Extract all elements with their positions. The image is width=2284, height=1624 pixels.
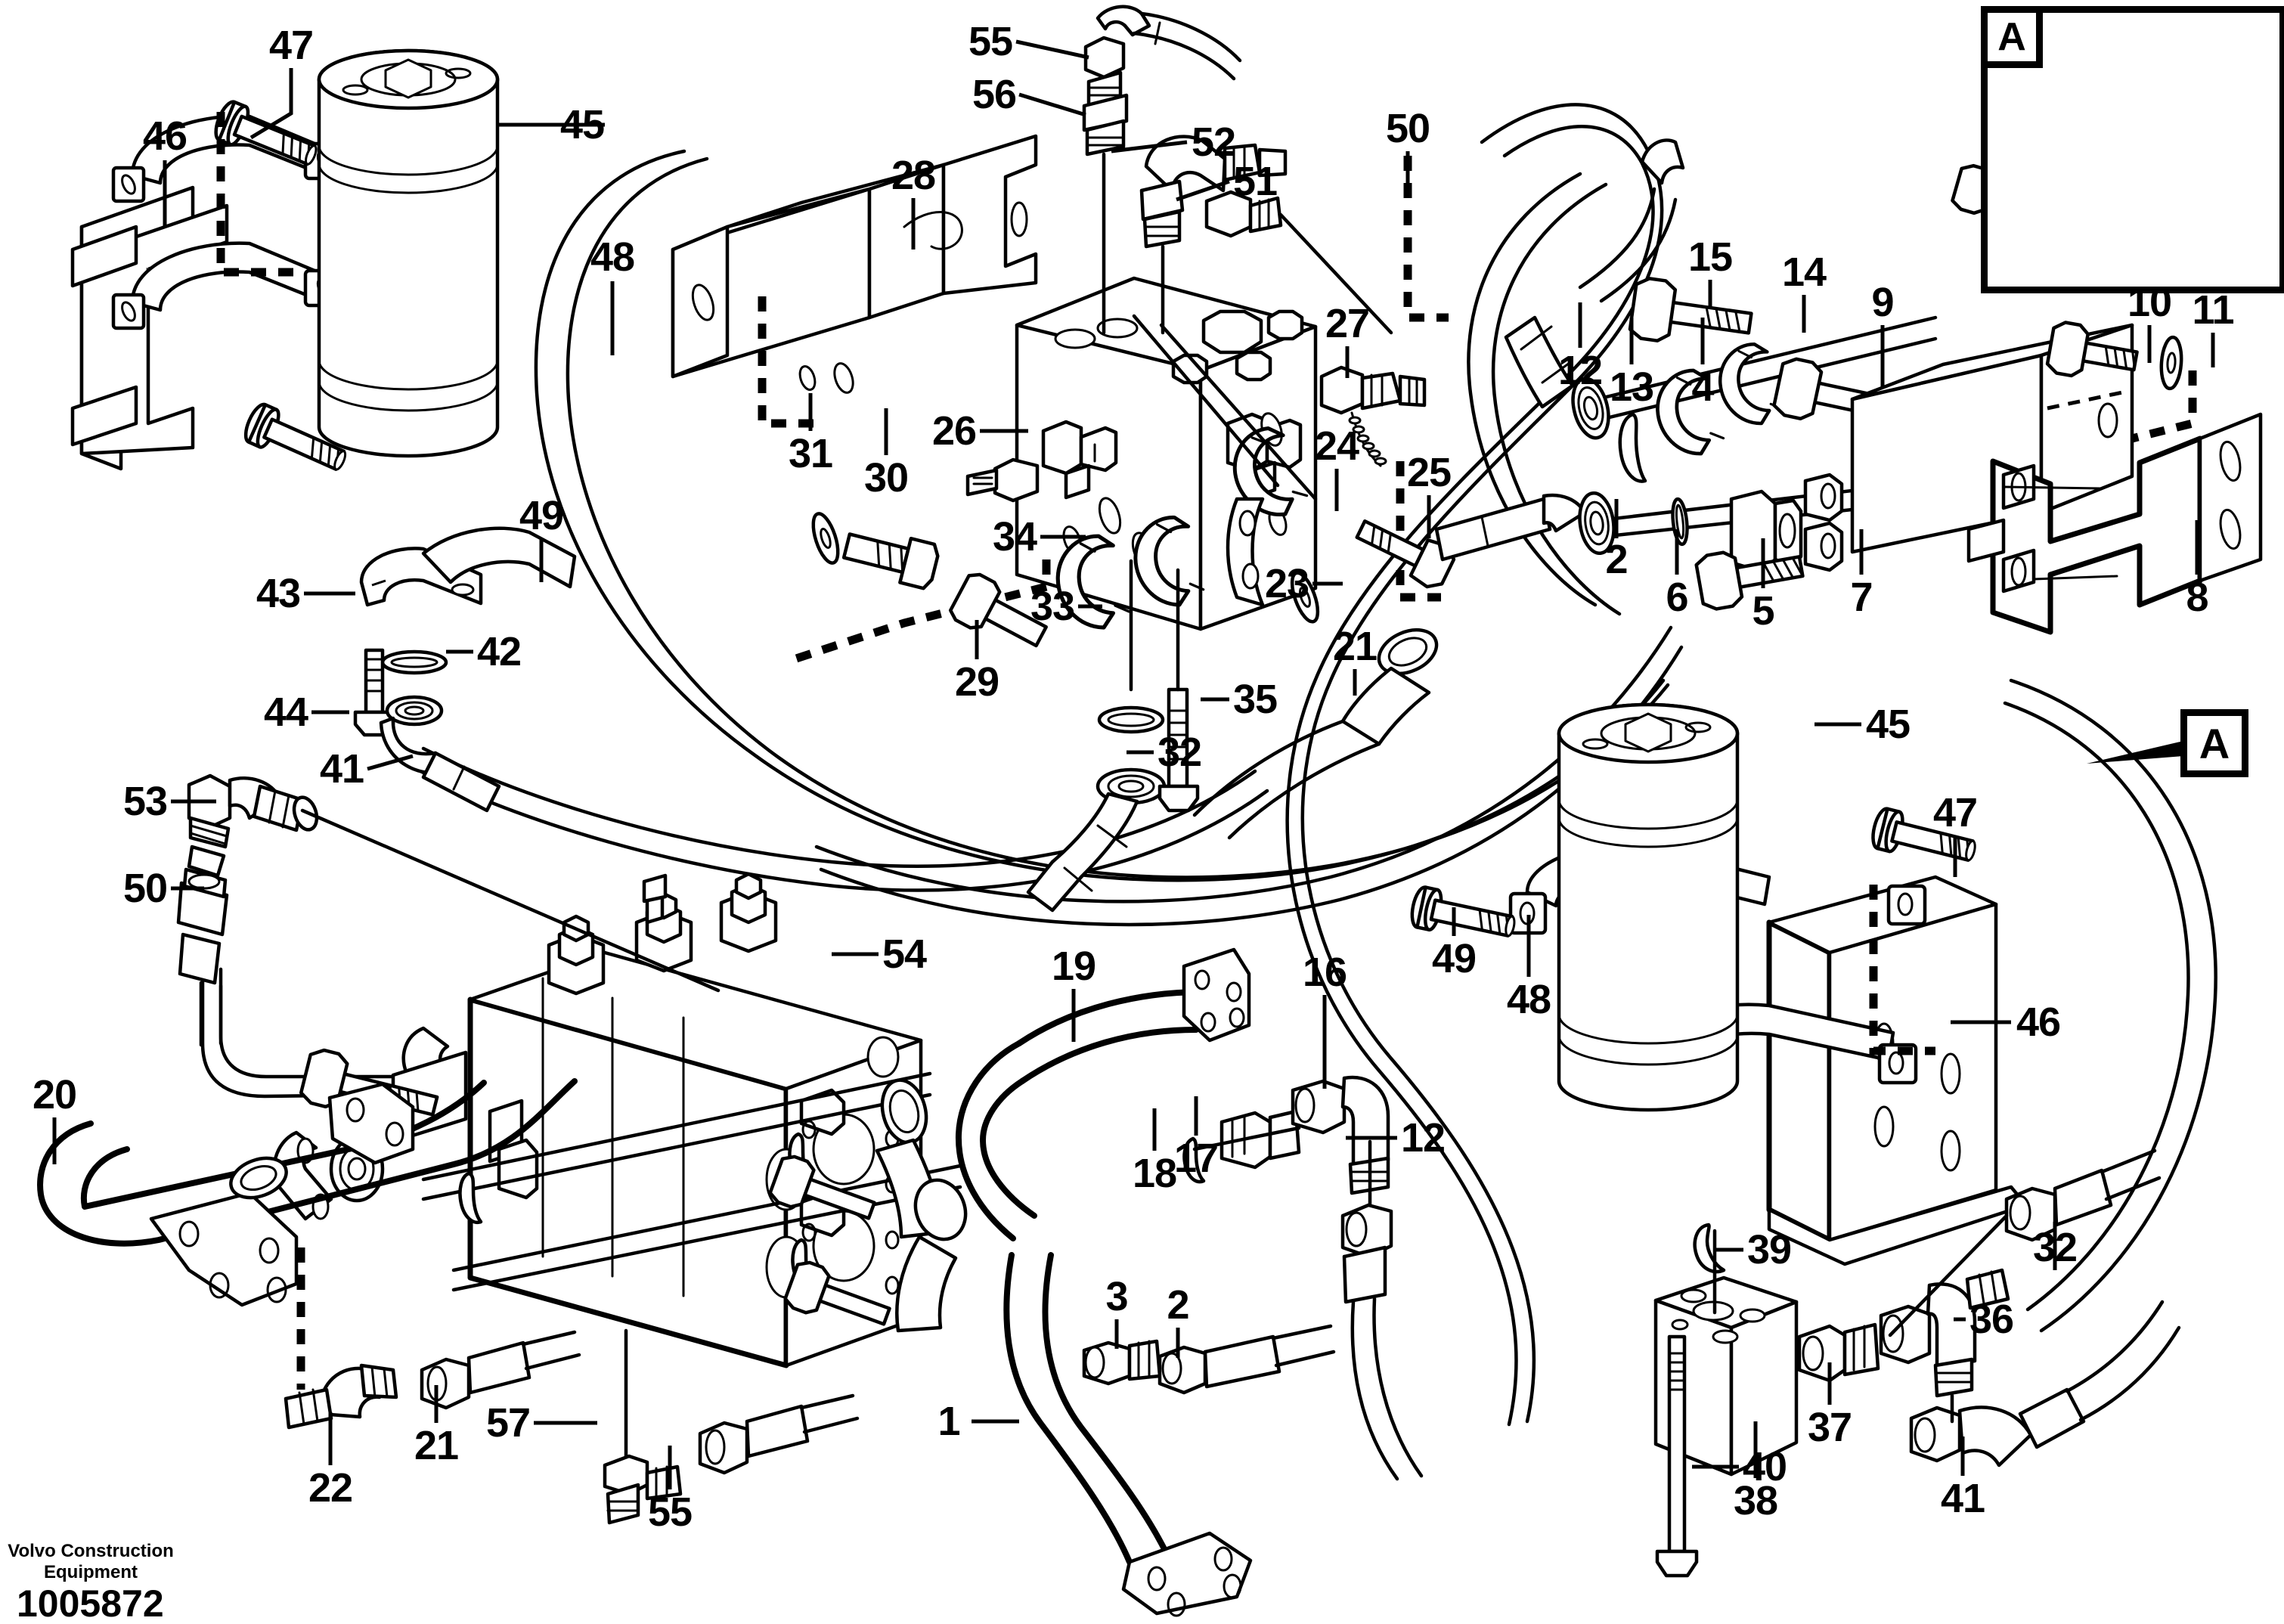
callout-29: 29: [954, 659, 999, 705]
callout-47: 47: [1932, 790, 1978, 835]
callout-15: 15: [1687, 234, 1733, 280]
detail-a-pointer-arrow: [2087, 741, 2183, 764]
callout-32: 32: [1157, 730, 1202, 775]
callout-42: 42: [476, 629, 522, 674]
assembly-reservoir-right: [1409, 705, 2181, 1578]
callout-47: 47: [268, 23, 314, 68]
callout-24: 24: [1314, 423, 1359, 469]
assembly-tank-outlet-left: [353, 526, 577, 813]
callout-16: 16: [1302, 950, 1347, 995]
callout-2: 2: [1605, 537, 1628, 582]
callout-27: 27: [1325, 301, 1370, 346]
callout-55: 55: [968, 19, 1013, 64]
callout-26: 26: [931, 408, 977, 454]
callout-48: 48: [1506, 977, 1551, 1022]
callout-14: 14: [1781, 249, 1827, 295]
callout-31: 31: [788, 431, 833, 476]
callout-20: 20: [32, 1072, 77, 1117]
callout-12: 12: [1557, 348, 1603, 393]
callout-5: 5: [1752, 588, 1774, 634]
callout-49: 49: [519, 493, 564, 538]
callout-49: 49: [1431, 936, 1477, 981]
callout-11: 11: [2192, 287, 2234, 333]
callout-4: 4: [1691, 364, 1714, 410]
callout-53: 53: [122, 779, 168, 824]
leader-lines: [52, 39, 2224, 1489]
brand-footer: Volvo Construction Equipment: [8, 1541, 174, 1583]
assembly-suction-pipe-20: [37, 1078, 860, 1525]
callout-50: 50: [122, 866, 168, 911]
callout-3: 3: [1105, 1274, 1128, 1319]
callout-9: 9: [1871, 280, 1894, 325]
callout-8: 8: [2186, 575, 2208, 620]
callout-19: 19: [1051, 944, 1096, 989]
callout-22: 22: [308, 1465, 353, 1511]
callout-28: 28: [891, 153, 936, 198]
assembly-reservoir-left: [70, 51, 497, 481]
assembly-hose-1-2-3: [955, 947, 1424, 1617]
callout-21: 21: [414, 1423, 459, 1468]
brand-line-1: Volvo Construction: [8, 1541, 174, 1561]
brand-line-2: Equipment: [44, 1562, 138, 1582]
callout-34: 34: [992, 514, 1037, 559]
callout-51: 51: [1232, 159, 1278, 204]
detail-view-a-label: A: [1981, 6, 2043, 68]
callout-35: 35: [1232, 677, 1278, 722]
fitting-55-56-top: [1082, 5, 1393, 335]
callout-39: 39: [1746, 1227, 1792, 1272]
callout-21: 21: [1332, 624, 1378, 669]
callout-55: 55: [647, 1489, 693, 1535]
plug-27: [1319, 365, 1427, 467]
callout-50: 50: [1385, 106, 1430, 151]
callout-43: 43: [256, 571, 301, 616]
callout-6: 6: [1666, 575, 1688, 620]
callout-57: 57: [485, 1400, 531, 1446]
callout-1: 1: [937, 1399, 960, 1444]
callout-56: 56: [972, 72, 1017, 117]
callout-30: 30: [863, 455, 909, 501]
callout-44: 44: [263, 690, 308, 735]
callout-54: 54: [882, 931, 927, 977]
callout-41: 41: [319, 746, 364, 792]
callout-45: 45: [559, 102, 605, 147]
callout-12: 12: [1400, 1115, 1446, 1161]
callout-18: 18: [1132, 1151, 1177, 1196]
assembly-right-bracket: [1434, 138, 2263, 635]
callout-48: 48: [590, 234, 635, 280]
callout-38: 38: [1733, 1478, 1778, 1523]
callout-13: 13: [1609, 364, 1654, 410]
callout-25: 25: [1406, 450, 1452, 495]
callout-33: 33: [1030, 584, 1075, 629]
callout-41: 41: [1940, 1476, 1985, 1521]
callout-37: 37: [1807, 1405, 1852, 1450]
callout-2: 2: [1167, 1282, 1189, 1328]
drawing-number: 1005872: [17, 1582, 164, 1624]
callout-36: 36: [1969, 1297, 2014, 1342]
callout-52: 52: [1191, 119, 1236, 165]
callout-46: 46: [2016, 1000, 2061, 1045]
callout-40: 40: [1742, 1444, 1787, 1489]
callout-32: 32: [2032, 1225, 2078, 1270]
detail-a-pointer-label: A: [2180, 709, 2248, 777]
callout-7: 7: [1850, 575, 1873, 620]
callout-17: 17: [1173, 1136, 1219, 1181]
callout-45: 45: [1865, 702, 1911, 747]
callout-23: 23: [1264, 561, 1309, 606]
callout-46: 46: [142, 113, 187, 159]
fitting-53-50: [176, 773, 721, 1047]
